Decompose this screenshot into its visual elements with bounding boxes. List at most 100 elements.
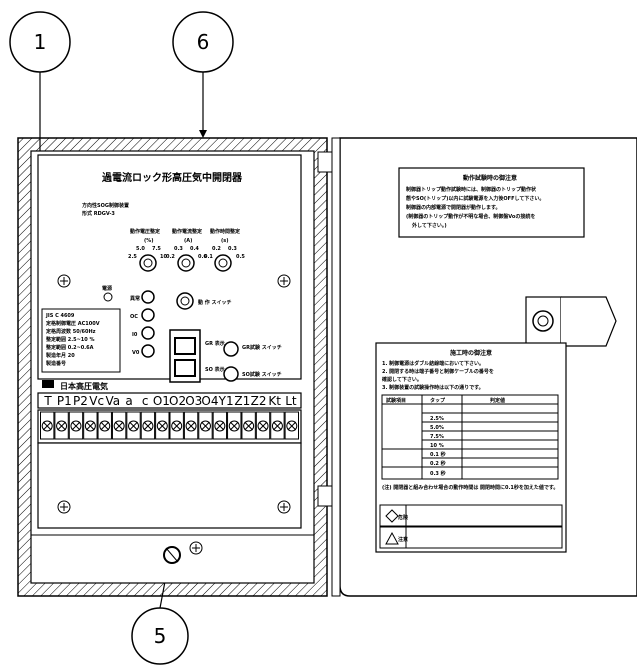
svg-text:OC: OC [130, 314, 138, 320]
svg-text:製造番号: 製造番号 [45, 360, 66, 367]
terminal-label: P1 [57, 394, 72, 408]
svg-text:判定値: 判定値 [490, 397, 505, 404]
setting-unit-time: (s) [221, 238, 229, 244]
callout-5: 5 [131, 554, 189, 665]
gr-indicator: GR 表示 [205, 340, 239, 357]
svg-text:3. 制御装置の試験操作時は以下の通りです。: 3. 制御装置の試験操作時は以下の通りです。 [382, 384, 484, 391]
terminal-label: Vc [89, 394, 104, 408]
voltage-dial[interactable]: 5.0 7.5 2.5 10 [128, 246, 167, 272]
terminal-screw [68, 411, 84, 440]
svg-text:注意: 注意 [398, 536, 408, 543]
terminal-screw [169, 411, 184, 440]
svg-text:GR 表示: GR 表示 [205, 340, 225, 347]
maker-logo: 日本高圧電気 [42, 380, 108, 391]
setting-unit-voltage: (%) [144, 238, 154, 244]
svg-text:確認して下さい。: 確認して下さい。 [381, 376, 422, 383]
svg-text:異常: 異常 [130, 295, 140, 302]
gr-test-switch[interactable]: GR試験 スイッチ [242, 344, 282, 351]
install-notice-plate: 施工時の御注意 1. 制御電源はダブル結線端において下さい。 2. 開閉する時は… [375, 342, 567, 553]
svg-text:0.6: 0.6 [198, 254, 207, 260]
svg-text:0.1: 0.1 [204, 254, 213, 260]
cable-gland [163, 546, 181, 564]
svg-text:0.3: 0.3 [228, 246, 237, 252]
svg-text:危険: 危険 [397, 514, 409, 521]
svg-text:0.1 秒: 0.1 秒 [430, 451, 446, 458]
svg-text:V0: V0 [132, 350, 140, 356]
svg-text:I0: I0 [132, 332, 138, 338]
danger-box: 危険 [379, 504, 563, 527]
svg-text:試験項目: 試験項目 [386, 397, 406, 404]
svg-text:整定範囲 0.2~0.6A: 整定範囲 0.2~0.6A [45, 344, 94, 351]
door-latch[interactable] [525, 296, 617, 347]
terminal-screw [111, 411, 127, 440]
terminal-screw [212, 411, 228, 440]
svg-text:0.3: 0.3 [174, 246, 183, 252]
svg-text:態やSO(トリップ)以内に試験電源を入力後OFFして下さい。: 態やSO(トリップ)以内に試験電源を入力後OFFして下さい。 [405, 195, 544, 202]
test-notice-plate: 動作試験時の御注意 制御器トリップ動作試験時には、制御器のトリップ動作状 態やS… [398, 167, 585, 238]
screw-icon [57, 500, 71, 514]
svg-text:動作試験時の御注意: 動作試験時の御注意 [463, 174, 517, 182]
svg-text:2.5%: 2.5% [430, 416, 444, 422]
svg-text:(注) 開閉器と組み合わせ場合の動作時間は 開閉時間に0.1: (注) 開閉器と組み合わせ場合の動作時間は 開閉時間に0.1秒を加えた値です。 [382, 484, 558, 491]
svg-text:2.5: 2.5 [128, 254, 137, 260]
svg-text:0.5: 0.5 [236, 254, 245, 260]
terminal-screw [227, 411, 242, 440]
connector-block [169, 329, 201, 383]
screw-icon [277, 500, 291, 514]
direction-line-1: 方向性SOG制御装置 [82, 202, 129, 209]
warning-triangle-icon [385, 531, 399, 545]
callout-1-label: 1 [34, 30, 47, 54]
terminal-label: T [43, 394, 52, 408]
test-switch[interactable]: 動 作 スイッチ [176, 292, 231, 310]
terminal-label: Lt [285, 394, 297, 408]
lower-compartment [37, 442, 302, 564]
terminal-screw [140, 411, 156, 440]
setting-label-current: 動作電流整定 [172, 228, 202, 235]
terminal-screw [126, 411, 141, 440]
svg-text:JIS C 4609: JIS C 4609 [45, 313, 75, 319]
maker-name: 日本高圧電気 [60, 381, 108, 391]
svg-text:タップ: タップ [430, 397, 446, 404]
terminal-screw [284, 411, 300, 440]
indicator-lamps: 異常 OC I0 V0 [130, 290, 155, 358]
so-test-switch[interactable]: SO試験 スイッチ [242, 371, 282, 378]
door: 動作試験時の御注意 制御器トリップ動作試験時には、制御器のトリップ動作状 態やS… [331, 137, 637, 597]
svg-text:定格制御電圧 AC100V: 定格制御電圧 AC100V [45, 320, 100, 327]
power-label: 電源 [102, 285, 112, 292]
time-dial[interactable]: 0.2 0.3 0.1 0.5 [204, 246, 245, 272]
svg-text:0.2 秒: 0.2 秒 [430, 460, 446, 467]
setting-label-time: 動作時間整定 [210, 228, 240, 235]
terminal-label: P2 [73, 394, 88, 408]
terminal-screw [198, 411, 213, 440]
svg-text:7.5: 7.5 [152, 246, 161, 252]
so-indicator: SO 表示 [205, 366, 239, 382]
svg-text:7.5%: 7.5% [430, 434, 444, 440]
svg-text:1. 制御電源はダブル結線端において下さい。: 1. 制御電源はダブル結線端において下さい。 [382, 360, 484, 367]
setting-label-voltage: 動作電圧整定 [130, 228, 160, 235]
svg-text:施工時の御注意: 施工時の御注意 [450, 349, 492, 357]
power-lamp [103, 292, 113, 302]
hinge [317, 151, 333, 507]
svg-text:GR試験 スイッチ: GR試験 スイッチ [242, 344, 282, 351]
terminal-label: Kt [268, 394, 281, 408]
svg-text:10: 10 [160, 254, 167, 260]
current-dial[interactable]: 0.3 0.4 0.2 0.6 [166, 246, 207, 272]
svg-text:SO 表示: SO 表示 [205, 366, 225, 373]
terminal-label: O3 [185, 394, 202, 408]
terminal-screw [241, 411, 256, 440]
terminal-label: Y1 [218, 394, 234, 408]
svg-text:0.2: 0.2 [166, 254, 175, 260]
svg-text:(制御器のトリップ動作が不明な場合、制御盤Voの接続を: (制御器のトリップ動作が不明な場合、制御盤Voの接続を [406, 213, 535, 220]
svg-text:0.3 秒: 0.3 秒 [430, 470, 446, 477]
svg-text:制御器トリップ動作試験時には、制御器のトリップ動作状: 制御器トリップ動作試験時には、制御器のトリップ動作状 [406, 186, 537, 193]
terminal-screw [255, 411, 271, 440]
svg-text:定格周波数 50/60Hz: 定格周波数 50/60Hz [45, 328, 96, 335]
terminal-label: a [125, 394, 132, 408]
svg-text:外して下さい。): 外して下さい。) [412, 222, 447, 229]
terminal-label: Va [106, 394, 121, 408]
callout-6-label: 6 [197, 30, 210, 54]
caution-box: 注意 [379, 526, 563, 549]
terminal-label: c [142, 394, 149, 408]
